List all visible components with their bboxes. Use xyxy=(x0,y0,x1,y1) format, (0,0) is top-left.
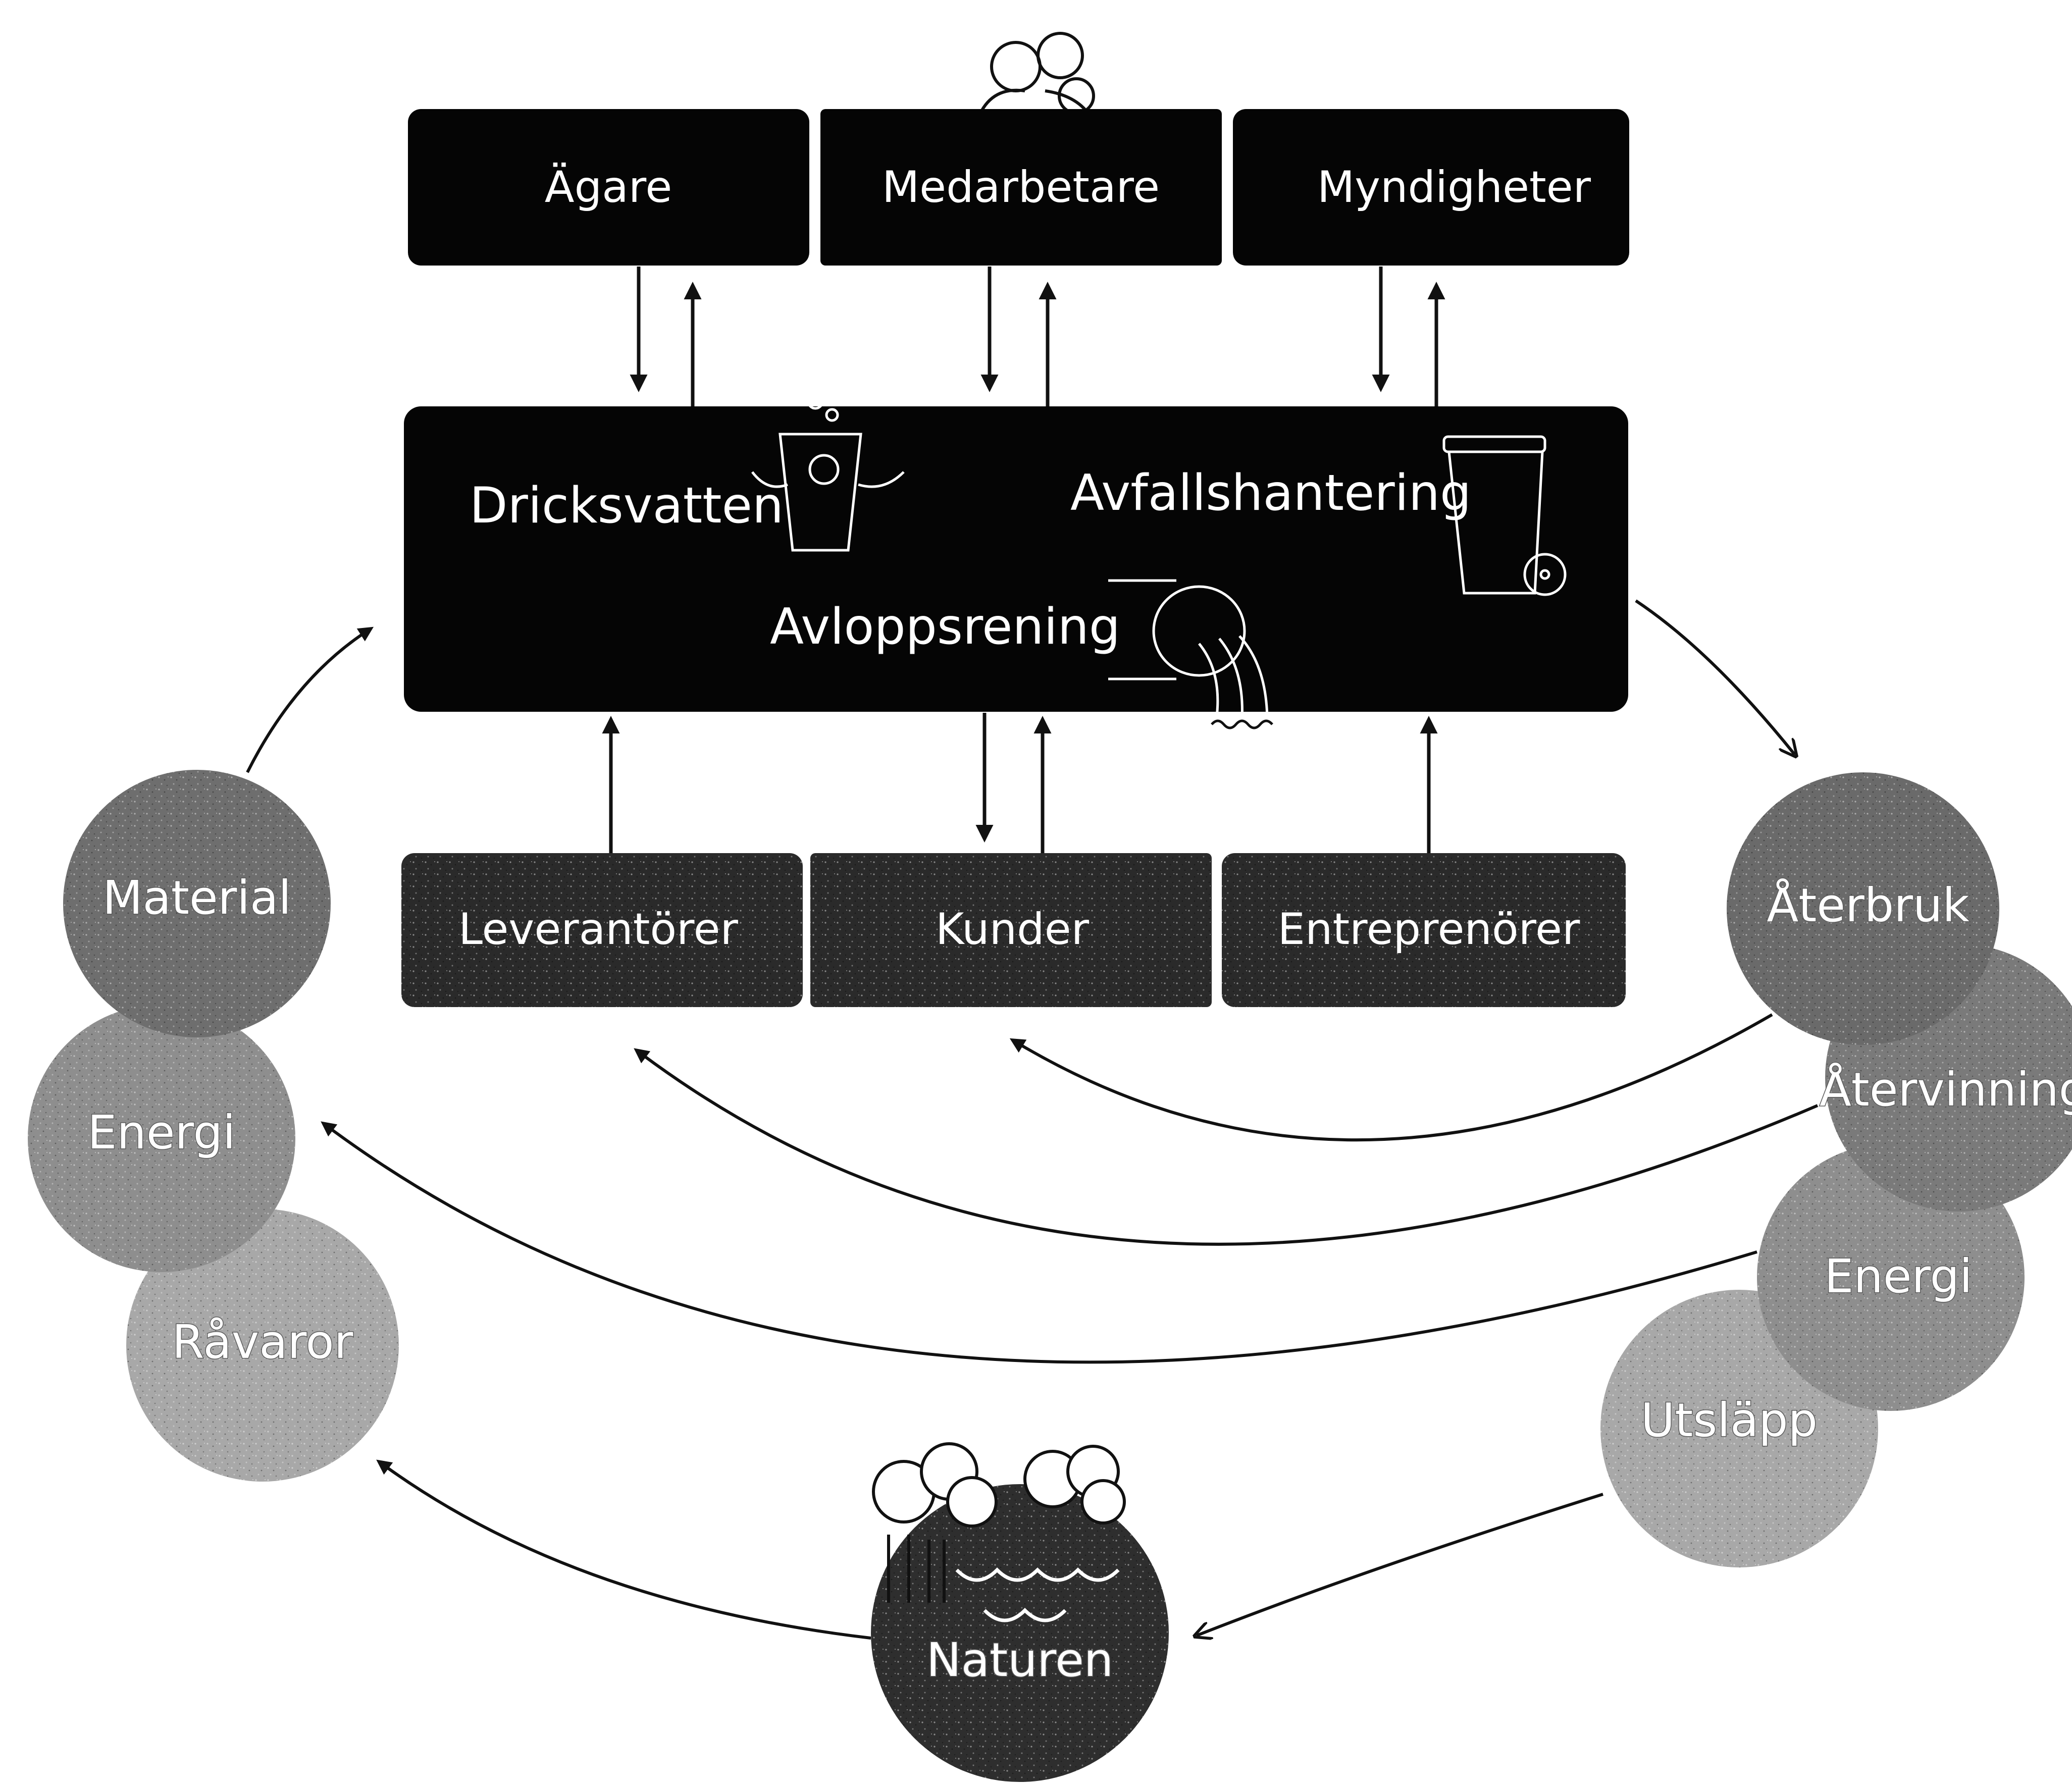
arrow-core-to-reuse xyxy=(1635,599,1795,755)
nature-label: Naturen xyxy=(926,1633,1113,1687)
stakeholder-box xyxy=(820,109,1222,266)
stakeholder-suppliers: Leverantörer xyxy=(401,853,803,1007)
output-label-reuse: Återbruk xyxy=(1767,878,1970,932)
nature: Naturen xyxy=(871,1442,1169,1782)
input-raw-materials: Råvaror xyxy=(126,1209,399,1482)
input-label-material: Material xyxy=(102,871,291,925)
stakeholder-box xyxy=(408,109,809,266)
stakeholder-employees: Medarbetare xyxy=(820,109,1222,266)
wastewater-label: Avloppsrening xyxy=(770,598,1120,656)
waste-management-label: Avfallshantering xyxy=(1070,464,1471,522)
input-energy: Energi xyxy=(28,1005,295,1272)
arrow-reuse-to-customers xyxy=(1009,1013,1773,1142)
stakeholder-contractors: Entreprenörer xyxy=(1222,853,1626,1007)
arrow-nature-to-raw-materials xyxy=(376,1459,871,1640)
top-stakeholders: Ägare Medarbetare Myndigheter xyxy=(408,109,1629,266)
arrow-energy-to-energy-input xyxy=(321,1121,1757,1364)
stakeholder-label-suppliers: Leverantörer xyxy=(458,904,738,955)
top-connector-arrows xyxy=(630,267,1445,406)
core-services: Dricksvatten Avfallshantering Avloppsren… xyxy=(404,393,1628,729)
arrow-material-to-core xyxy=(246,626,374,773)
stakeholder-box xyxy=(1233,109,1629,266)
nature-landscape-icon xyxy=(872,1442,1126,1603)
flow-arrows xyxy=(246,599,1819,1640)
stakeholder-customers: Kunder xyxy=(810,853,1212,1007)
output-label-emissions: Utsläpp xyxy=(1641,1393,1818,1447)
stakeholder-label-customers: Kunder xyxy=(936,904,1090,955)
output-flows: Utsläpp Energi Återvinning Återbruk xyxy=(1600,772,2072,1567)
drinking-water-label: Dricksvatten xyxy=(470,477,784,535)
stakeholder-owners: Ägare xyxy=(408,109,809,266)
arrow-emissions-to-nature xyxy=(1197,1493,1603,1636)
people-icon xyxy=(975,32,1095,122)
input-label-raw-materials: Råvaror xyxy=(172,1315,353,1369)
arrow-recycling-to-suppliers xyxy=(634,1048,1819,1246)
output-label-energy: Energi xyxy=(1824,1249,1972,1303)
output-label-recycling: Återvinning xyxy=(1820,1062,2072,1117)
sewage-pipe-icon xyxy=(1108,579,1273,729)
stakeholder-label-owners: Ägare xyxy=(545,162,672,213)
input-label-energy: Energi xyxy=(87,1106,235,1160)
stakeholder-authorities: Myndigheter xyxy=(1233,109,1629,266)
input-material: Material xyxy=(63,770,331,1037)
bottom-stakeholders: Leverantörer Kunder Entreprenörer xyxy=(401,853,1626,1007)
stakeholder-label-contractors: Entreprenörer xyxy=(1278,904,1580,955)
water-glass-icon xyxy=(751,393,905,552)
stakeholder-label-employees: Medarbetare xyxy=(882,162,1160,213)
stakeholder-label-authorities: Myndigheter xyxy=(1317,162,1591,213)
waste-bin-icon xyxy=(1442,435,1567,596)
water-waves-icon xyxy=(955,1567,1120,1622)
output-reuse: Återbruk xyxy=(1727,772,1999,1045)
input-resources: Råvaror Energi Material xyxy=(28,770,399,1482)
bottom-connector-arrows xyxy=(602,713,1438,853)
core-services-box xyxy=(404,406,1628,712)
